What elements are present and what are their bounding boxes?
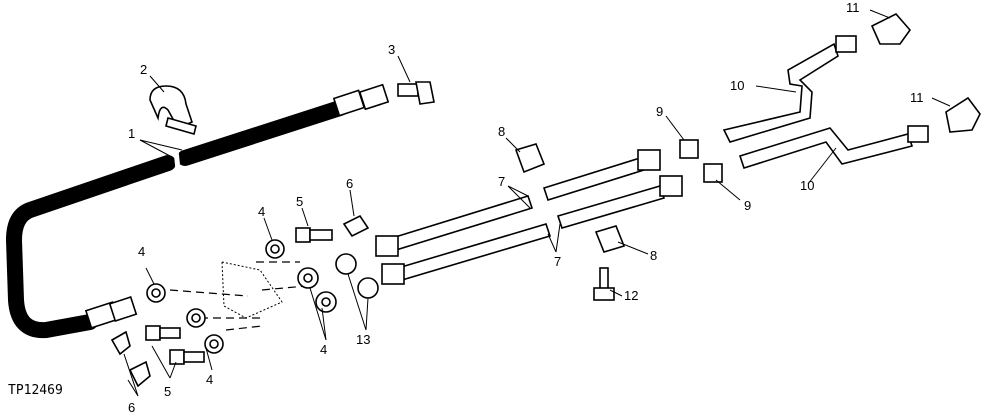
- bolt-5-top-shank: [309, 229, 333, 241]
- mounting-bracket: [169, 261, 307, 331]
- elbow-3-thread: [397, 83, 419, 97]
- elbow-6-group: [110, 214, 370, 388]
- callout-4-left: 4: [138, 244, 145, 259]
- callout-4-right: 4: [320, 342, 327, 357]
- elbow-6-lower: [128, 360, 151, 388]
- hose-7-b-right: [556, 185, 666, 229]
- callout-7-upper: 7: [498, 174, 505, 189]
- fitting-9-upper: [679, 139, 699, 159]
- tube-10-upper: [722, 42, 839, 143]
- clamp-2-tab: [165, 117, 197, 135]
- bolt-5-low-shank: [183, 351, 205, 363]
- hose-7-a-right-nut: [637, 149, 661, 171]
- callout-11-upper: 11: [846, 0, 860, 15]
- callout-4-top: 4: [258, 204, 265, 219]
- clamp-8-upper: [514, 143, 546, 174]
- bolt-5-mid-shank: [159, 327, 181, 339]
- callout-6-low: 6: [128, 400, 135, 415]
- fitting-9-lower: [703, 163, 723, 183]
- bolt-12-head: [593, 287, 615, 301]
- elbow-3: [397, 81, 435, 105]
- hose-7-a-right: [542, 157, 646, 201]
- bolt-5-top-head: [295, 227, 311, 243]
- clamp-2: [149, 85, 197, 135]
- callout-9-lower: 9: [744, 198, 751, 213]
- callout-7-lower: 7: [554, 254, 561, 269]
- callout-5-low: 5: [164, 384, 171, 399]
- bolt-12: [593, 267, 615, 301]
- hose-1-break: [173, 149, 181, 171]
- bracket-dash-3: [225, 325, 263, 331]
- clamp-8-group: [514, 143, 626, 253]
- callout-2: 2: [140, 62, 147, 77]
- hose-7-a-left-nut: [375, 235, 399, 257]
- tube-10-lower-nut: [907, 125, 929, 143]
- hose-1-upper-segment: [177, 100, 348, 166]
- hose-1: [5, 83, 390, 339]
- elbow-11-lower: [945, 96, 981, 133]
- figure-reference-code: TP12469: [8, 383, 63, 398]
- hose-1-upper-nut: [358, 83, 390, 111]
- bolt-5-low-head: [169, 349, 185, 365]
- bracket-outline: [221, 261, 283, 319]
- callout-5-top: 5: [296, 194, 303, 209]
- tube-10-group: [722, 35, 929, 170]
- elbow-6-upper: [342, 214, 370, 238]
- tube-10-upper-nut: [835, 35, 857, 53]
- bracket-dash-1: [169, 289, 249, 297]
- hose-1-upper-crimp: [332, 89, 366, 117]
- callout-8-upper: 8: [498, 124, 505, 139]
- callout-3: 3: [388, 42, 395, 57]
- leader-lines: [123, 9, 951, 397]
- fitting-13-lower: [357, 277, 379, 299]
- fitting-9-group: [679, 139, 723, 183]
- fitting-13-upper: [335, 253, 357, 275]
- callout-labels: 1 2 3 4 4 4 4 5 5 6 6 7 7 8 8 9 9 10 10 …: [128, 0, 924, 415]
- elbow-11-group: [870, 13, 981, 133]
- clamp-2-body: [149, 85, 193, 130]
- elbow-6-left: [110, 330, 131, 356]
- hose-7-b-left-nut: [381, 263, 405, 285]
- hose-7-group: [375, 149, 683, 285]
- callout-10-lower: 10: [800, 178, 814, 193]
- bolt-5-group: [145, 227, 333, 365]
- callout-6-top: 6: [346, 176, 353, 191]
- bolt-5-mid-head: [145, 325, 161, 341]
- callout-11-lower: 11: [910, 90, 924, 105]
- callout-10-upper: 10: [730, 78, 744, 93]
- callout-9-upper: 9: [656, 104, 663, 119]
- hose-1-lower-nut: [108, 296, 138, 322]
- callout-13: 13: [356, 332, 370, 347]
- fitting-13-group: [335, 253, 379, 299]
- elbow-3-body: [415, 81, 435, 105]
- callout-12: 12: [624, 288, 638, 303]
- elbow-11-upper: [870, 13, 912, 45]
- nut-4-group: [146, 239, 337, 354]
- tube-10-lower: [738, 127, 914, 170]
- callout-8-lower: 8: [650, 248, 657, 263]
- clamp-8-lower: [594, 225, 626, 253]
- hose-1-loop-segment: [5, 155, 176, 339]
- callout-1: 1: [128, 126, 135, 141]
- callout-4-low: 4: [206, 372, 213, 387]
- hose-7-b-right-nut: [659, 175, 683, 197]
- bracket-dash-5: [261, 285, 307, 291]
